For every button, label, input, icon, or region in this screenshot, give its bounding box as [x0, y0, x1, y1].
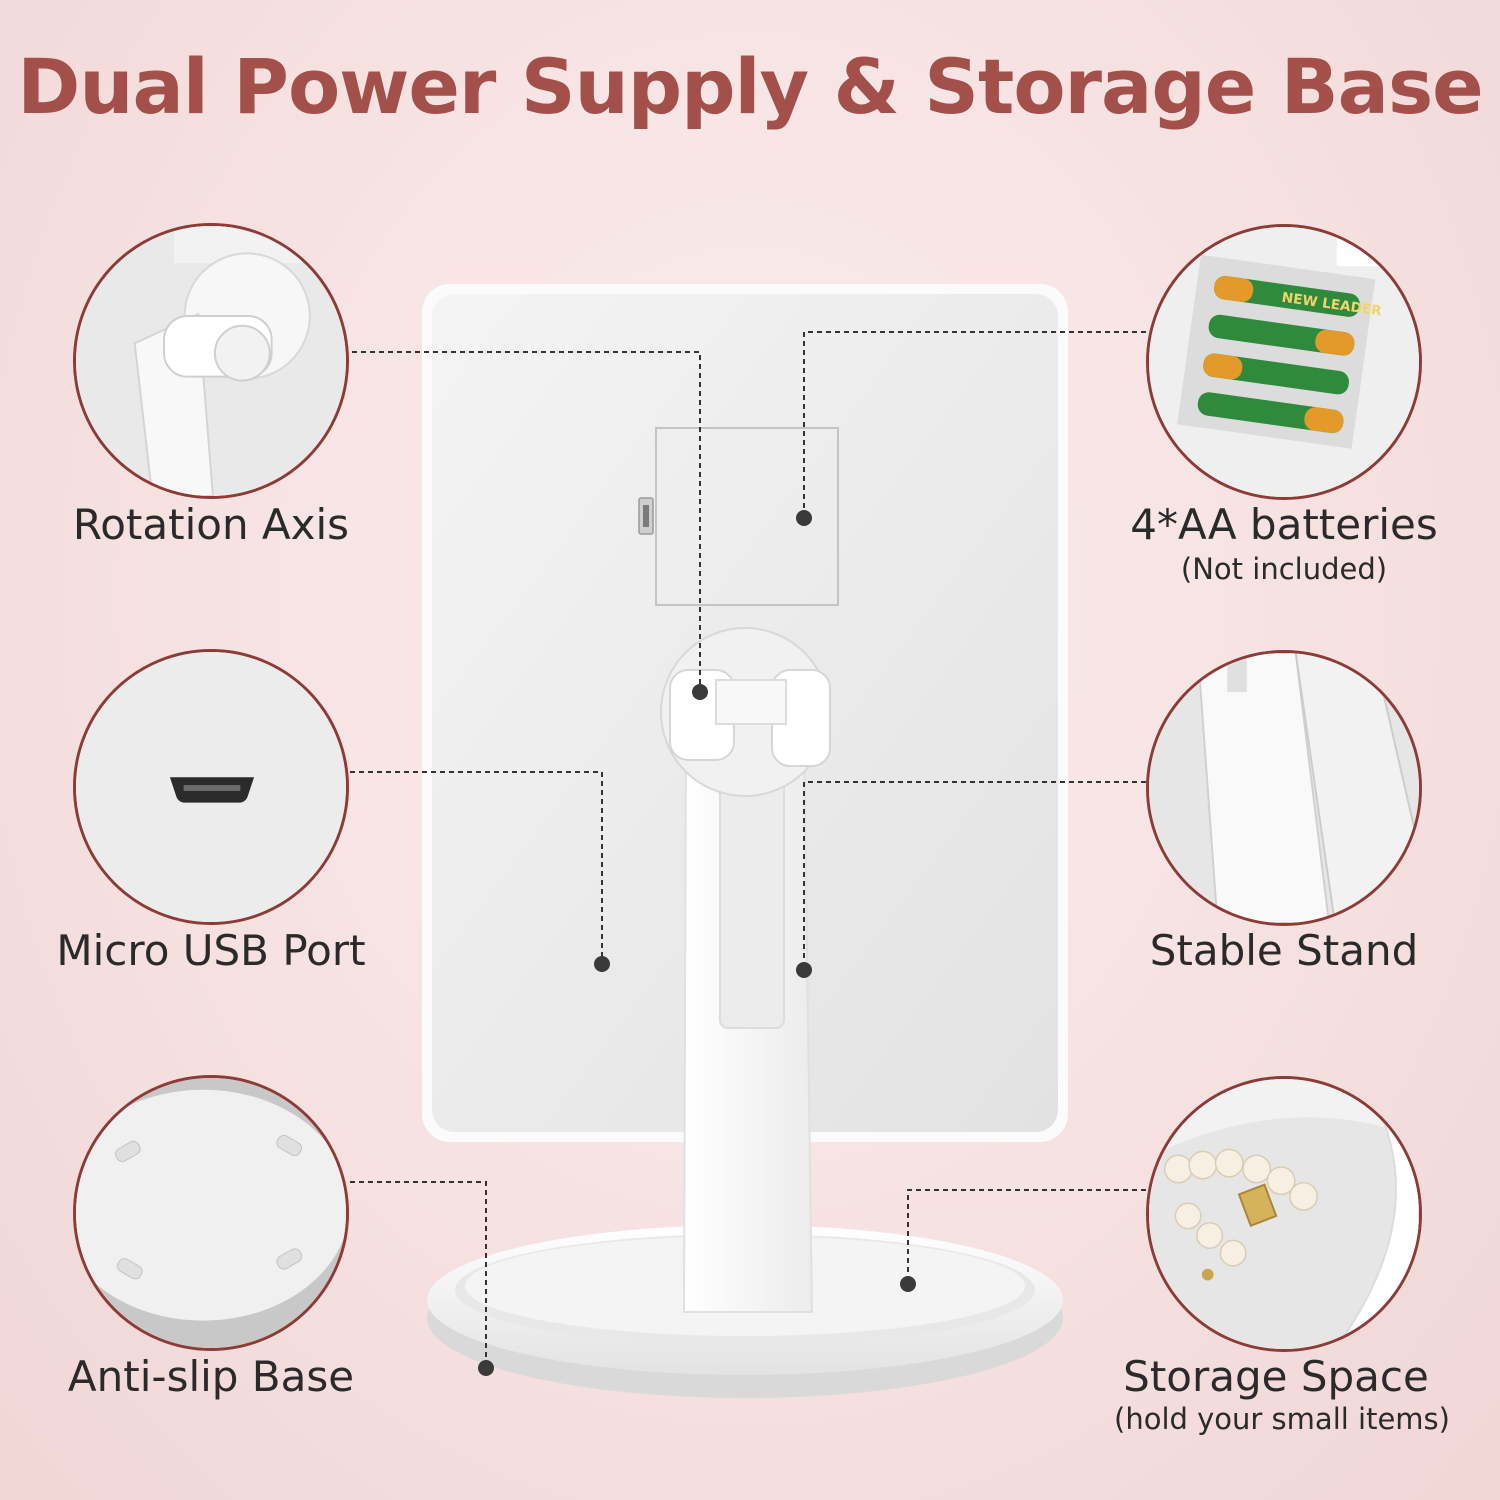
- battery-icon: NEW LEADER: [1149, 227, 1419, 497]
- batteries-label: 4*AA batteries: [1130, 500, 1438, 549]
- stable-stand-circle: [1146, 650, 1422, 926]
- anti-slip-label: Anti-slip Base: [67, 1352, 355, 1401]
- callout-line-usb: [350, 771, 603, 964]
- storage-label: Storage Space: [1123, 1352, 1429, 1401]
- callout-line-antislip: [350, 1181, 487, 1368]
- micro-usb-circle: [73, 649, 349, 925]
- callout-dots: [478, 510, 916, 1376]
- batteries-circle: NEW LEADER: [1146, 224, 1422, 500]
- callout-line-storage: [907, 1189, 1146, 1284]
- rotation-axis-label: Rotation Axis: [72, 500, 350, 549]
- storage-note: (hold your small items): [1114, 1402, 1450, 1436]
- rotation-hinge: [660, 627, 831, 797]
- page-title: Dual Power Supply & Storage Base: [17, 42, 1483, 131]
- pearl-tray-icon: [1149, 1079, 1419, 1349]
- anti-slip-circle: [73, 1075, 349, 1351]
- battery-compartment: [638, 427, 839, 606]
- rubber-feet-icon: [76, 1078, 346, 1348]
- stand-pole: [682, 729, 814, 1313]
- callout-line-stand: [803, 781, 1146, 970]
- stable-stand-label: Stable Stand: [1149, 926, 1419, 975]
- storage-circle: [1146, 1076, 1422, 1352]
- batteries-note: (Not included): [1180, 552, 1388, 586]
- stand-icon: [1149, 653, 1419, 923]
- rotation-axis-circle: [73, 223, 349, 499]
- hinge-icon: [76, 226, 346, 496]
- callout-lines: [350, 331, 1146, 1368]
- callout-line-batteries: [803, 331, 1146, 518]
- usb-port-icon: [76, 652, 346, 922]
- micro-usb-label: Micro USB Port: [56, 926, 366, 975]
